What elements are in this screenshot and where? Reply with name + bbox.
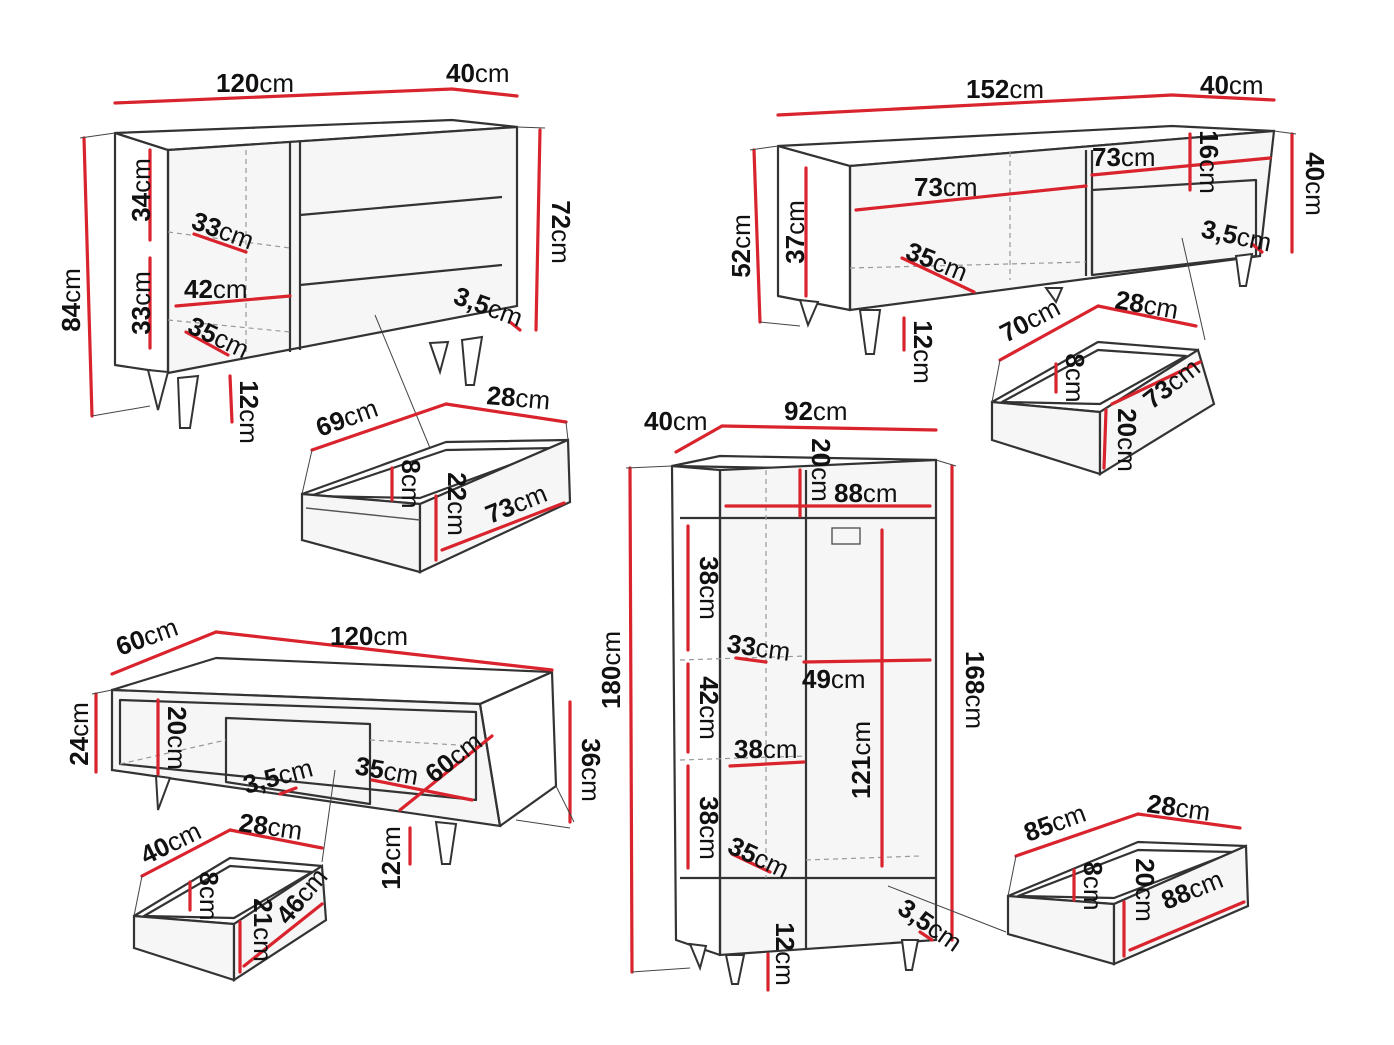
tv-stand-drawer-width-label: 73cm	[1092, 142, 1156, 172]
tv-stand-total-height-label: 52cm	[726, 214, 756, 278]
coffee-table-width-label: 120cm	[330, 621, 408, 651]
wardrobe-shelf-1-label: 38cm	[694, 556, 724, 620]
tv-stand-drawer-height-label: 20cm	[1112, 408, 1142, 472]
coffee-table: 60cm 120cm 24cm 20cm 36cm 3,5cm 35cm 60c…	[64, 612, 606, 890]
wardrobe-shelf-2-label: 42cm	[694, 676, 724, 740]
coffee-table-drawer-width-label: 28cm	[237, 807, 304, 846]
sideboard-drawer-height-label: 22cm	[442, 472, 472, 536]
sideboard-drawer-depth-label: 69cm	[312, 393, 382, 443]
sideboard-leg-label: 12cm	[234, 380, 264, 444]
tv-stand-drawer: 70cm 28cm 8cm 20cm 73cm	[990, 284, 1216, 476]
wardrobe-drawer-height-label: 20cm	[1130, 858, 1160, 922]
tv-stand-shelf-height-label: 37cm	[780, 200, 810, 264]
wardrobe-total-height-label: 180cm	[596, 631, 626, 709]
sideboard-shelf-width-label: 42cm	[184, 274, 248, 304]
sideboard-body-height-label: 72cm	[546, 200, 576, 264]
tv-stand-drawer-height-label: 16cm	[1194, 130, 1224, 194]
wardrobe-drawer-depth-label: 85cm	[1020, 798, 1090, 848]
sideboard-width-label: 120cm	[216, 68, 294, 98]
wardrobe-inner-width-label: 88cm	[834, 478, 898, 508]
wardrobe-drawer-width-label: 28cm	[1145, 788, 1212, 827]
coffee-table-drawer-inner-height-label: 8cm	[194, 871, 224, 920]
wardrobe-rail-width-label: 49cm	[802, 664, 866, 694]
wardrobe-shelf-depth-label: 33cm	[725, 628, 792, 667]
wardrobe-drawer-inner-height-label: 8cm	[1078, 861, 1108, 910]
tv-stand-body-height-label: 40cm	[1300, 152, 1330, 216]
sideboard-total-height-label: 84cm	[56, 268, 86, 332]
coffee-table-inner-depth-label: 35cm	[353, 750, 421, 791]
wardrobe: 40cm 92cm 180cm 168cm 20cm 88cm 38cm 42c…	[596, 396, 1007, 992]
sideboard-drawer-width-label: 28cm	[485, 380, 551, 415]
tv-stand-top-thickness-label: 3,5cm	[1199, 214, 1275, 258]
sideboard: 120cm 40cm 84cm 72cm 34cm 33cm 33cm 42cm…	[56, 58, 576, 449]
wardrobe-shelf-3-label: 38cm	[694, 796, 724, 860]
sideboard-drawer-inner-height-label: 8cm	[396, 459, 426, 508]
wardrobe-body-height-label: 168cm	[960, 651, 990, 729]
sideboard-shelf-upper-label: 34cm	[126, 158, 156, 222]
coffee-table-body-height-label: 24cm	[64, 702, 94, 766]
coffee-table-depth-label: 60cm	[112, 612, 182, 662]
wardrobe-depth-label: 40cm	[644, 406, 708, 436]
coffee-table-inner-height-label: 20cm	[162, 706, 192, 770]
tv-stand-width-label: 152cm	[966, 74, 1044, 104]
tv-stand-leg-label: 12cm	[908, 320, 938, 384]
tv-stand: 152cm 40cm 52cm 40cm 37cm 73cm 73cm 16cm…	[726, 70, 1330, 384]
coffee-table-total-height-label: 36cm	[576, 738, 606, 802]
sideboard-depth-label: 40cm	[446, 58, 510, 88]
wardrobe-shelf-width-label: 38cm	[734, 734, 798, 764]
wardrobe-hanging-height-label: 121cm	[846, 721, 876, 799]
tv-stand-drawer-depth-label: 70cm	[995, 292, 1065, 348]
coffee-table-drawer-height-label: 21cm	[248, 898, 278, 962]
coffee-table-top-thickness-label: 3,5cm	[240, 752, 316, 799]
wardrobe-drawer: 85cm 28cm 8cm 20cm 88cm	[1006, 788, 1250, 966]
sideboard-drawer: 69cm 28cm 8cm 22cm 73cm	[300, 380, 572, 574]
tv-stand-compartment-width-label: 73cm	[914, 172, 978, 202]
wardrobe-width-label: 92cm	[784, 396, 848, 426]
tv-stand-drawer-width-label: 28cm	[1113, 284, 1181, 325]
tv-stand-drawer-inner-height-label: 8cm	[1060, 353, 1090, 402]
tv-stand-depth-label: 40cm	[1200, 70, 1264, 100]
coffee-table-leg-label: 12cm	[376, 826, 406, 890]
wardrobe-leg-label: 12cm	[770, 922, 800, 986]
coffee-table-drawer: 40cm 28cm 8cm 21cm 46cm	[132, 807, 333, 983]
wardrobe-top-gap-label: 20cm	[806, 438, 836, 502]
sideboard-shelf-lower-label: 33cm	[126, 271, 156, 335]
